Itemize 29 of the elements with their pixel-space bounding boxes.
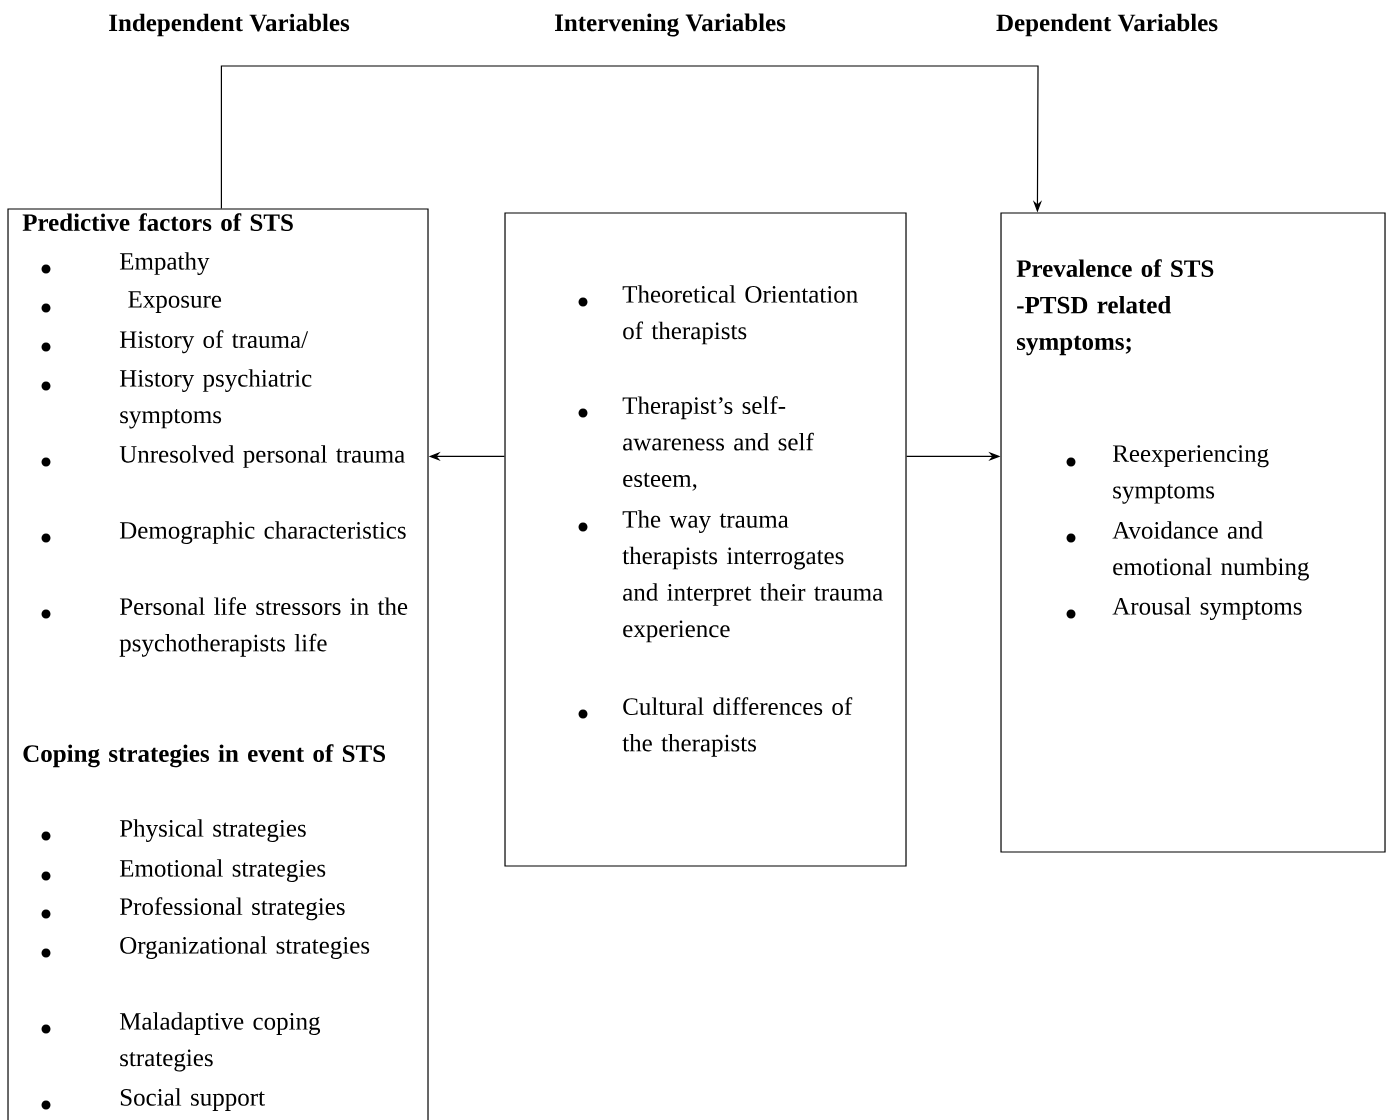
bullet-item: History psychiatric symptoms (41, 369, 312, 429)
bullet-item: Social support (41, 1088, 265, 1111)
bullet-item: Therapist’s self-awareness and self esteem, (578, 396, 814, 491)
bullet-item: Avoidance and emotional numbing (1066, 521, 1309, 581)
bullet-item: Unresolved personal trauma (41, 445, 405, 468)
bullet-item: Physical strategies (41, 819, 306, 842)
column-heading: Intervening Variables (555, 13, 786, 37)
heading: Predictive factors of STS (22, 213, 293, 232)
bullet-item: Emotional strategies (41, 859, 326, 882)
bullet-item: Reexperiencing symptoms (1066, 445, 1269, 504)
text-box (504, 212, 907, 867)
bullet-item: The way trauma therapists interrogates and interpret their trauma experience (578, 510, 883, 643)
bullet-item: Arousal symptoms (1066, 597, 1302, 620)
bullet-item: Maladaptive coping strategies (41, 1012, 321, 1072)
heading: Coping strategies in event of STS (23, 744, 385, 768)
bullet-item: Organizational strategies (41, 936, 370, 959)
text-box (7, 208, 429, 1120)
bullet-item: Demographic characteristics (41, 521, 406, 544)
bullet-item: Theoretical Orientation of therapists (578, 285, 858, 345)
column-heading: Dependent Variables (996, 13, 1218, 37)
bullet-item: Professional strategies (41, 897, 345, 921)
bullet-item: Empathy (41, 252, 210, 275)
bullet-item: Personal life stressors in the psychotherapists life (41, 597, 408, 657)
bullet-item: History of trauma/ (41, 330, 309, 354)
column-heading: Independent Variables (109, 13, 350, 37)
heading: Prevalence of STS -PTSD related symptoms; (1016, 259, 1214, 356)
bullet-item: Cultural differences of the therapists (578, 697, 853, 757)
text-box (1000, 212, 1386, 853)
bullet-item: Exposure (41, 291, 222, 313)
